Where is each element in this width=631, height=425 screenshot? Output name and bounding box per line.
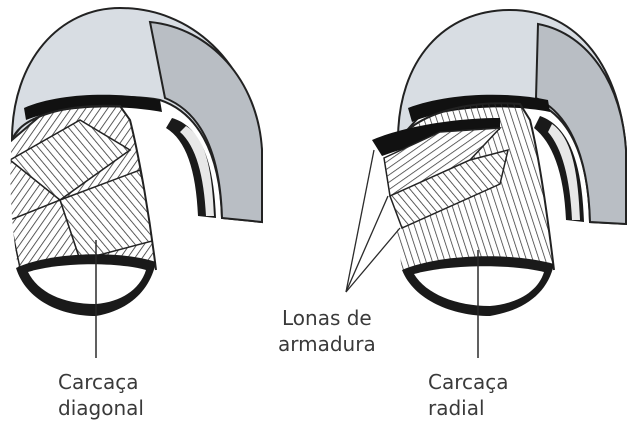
- belt-plies-label-line2: armadura: [278, 332, 376, 356]
- radial-carcass-label-line2: radial: [428, 396, 485, 420]
- radial-carcass-label-line1: Carcaça: [428, 370, 509, 394]
- radial-tire-illustration: [372, 10, 626, 358]
- belt-plies-label-line1: Lonas de: [282, 306, 372, 330]
- diagonal-carcass-label-line2: diagonal: [58, 396, 144, 420]
- diagonal-carcass-label-line1: Carcaça: [58, 370, 139, 394]
- diagonal-tire-illustration: [0, 8, 262, 358]
